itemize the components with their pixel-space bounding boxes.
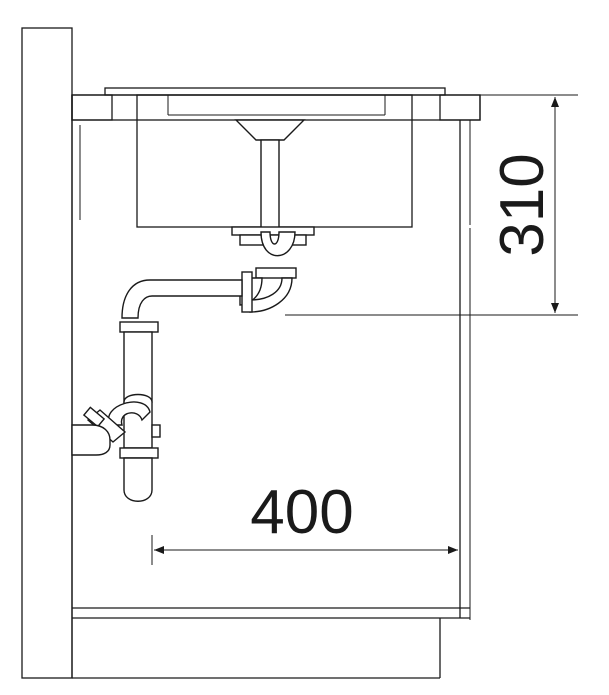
height-dimension: 310 bbox=[285, 94, 578, 316]
trap-assembly bbox=[71, 321, 161, 502]
cabinet bbox=[71, 95, 471, 679]
width-dimension: 400 bbox=[151, 478, 458, 565]
horizontal-pipe bbox=[121, 271, 253, 319]
height-label: 310 bbox=[488, 153, 557, 256]
width-label: 400 bbox=[250, 478, 353, 547]
wall bbox=[21, 27, 73, 679]
